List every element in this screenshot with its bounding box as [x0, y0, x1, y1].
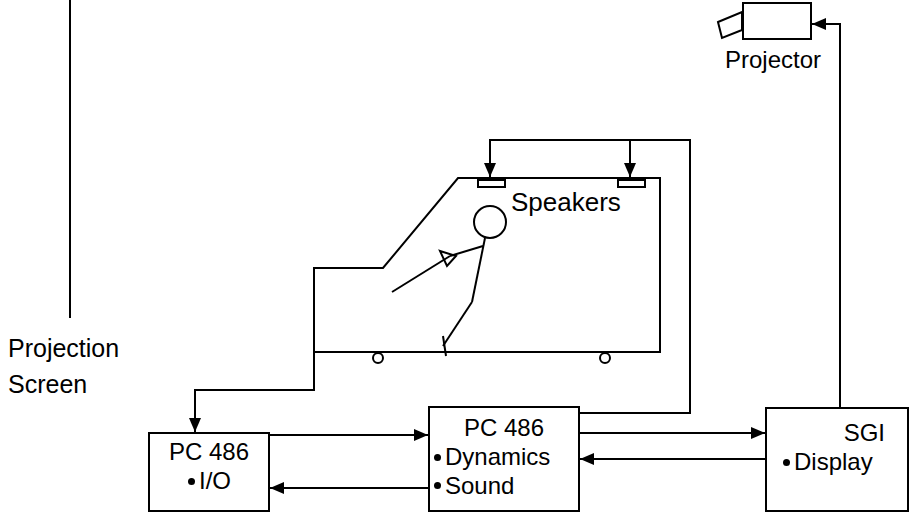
connector	[580, 459, 765, 460]
bullet-item: Display	[775, 448, 899, 477]
box-title: SGI	[775, 419, 899, 448]
cab-shape	[314, 178, 660, 352]
speaker	[478, 180, 505, 187]
connector-line	[580, 458, 765, 460]
connector-line	[195, 353, 314, 432]
connector-line	[812, 24, 840, 407]
item-text: Display	[794, 448, 873, 477]
connector	[195, 353, 314, 432]
box-content: SGIDisplay	[775, 419, 899, 477]
connector	[580, 433, 765, 434]
bullet-dot	[783, 459, 790, 466]
box-title: PC 486	[434, 414, 574, 443]
projection-screen	[69, 0, 71, 318]
connector-line	[580, 432, 765, 434]
connector	[270, 488, 428, 489]
connector	[812, 24, 840, 407]
computer-box: SGIDisplay	[765, 407, 909, 512]
bullet-dot	[434, 454, 441, 461]
connector-line	[629, 140, 631, 177]
bullet-item: Sound	[434, 472, 574, 501]
bullet-item: I/O	[158, 467, 260, 496]
computer-box: PC 486I/O	[148, 432, 270, 512]
pilot-figure	[392, 206, 506, 356]
node-label: Speakers	[511, 189, 621, 215]
connector	[270, 435, 428, 436]
projector-box: Projector	[742, 2, 812, 40]
bullet-dot	[434, 482, 441, 489]
computer-box: PC 486DynamicsSound	[428, 406, 580, 512]
speaker	[618, 180, 645, 187]
bullet-dot	[188, 478, 195, 485]
wheel	[600, 353, 610, 363]
box-title: PC 486	[158, 438, 260, 467]
wheel	[373, 353, 383, 363]
item-text: Dynamics	[445, 443, 550, 472]
simulator-cab: Speakers	[313, 177, 661, 353]
box-content: PC 486DynamicsSound	[434, 414, 574, 500]
item-text: Sound	[445, 472, 514, 501]
item-text: I/O	[199, 467, 231, 496]
connector-line	[270, 434, 428, 436]
projector-lens	[718, 12, 742, 38]
screen-label: Projection Screen	[8, 330, 168, 403]
box-content: PC 486I/O	[158, 438, 260, 496]
connector-line	[270, 487, 428, 489]
node-label: Projector	[725, 46, 821, 75]
bullet-item: Dynamics	[434, 443, 574, 472]
